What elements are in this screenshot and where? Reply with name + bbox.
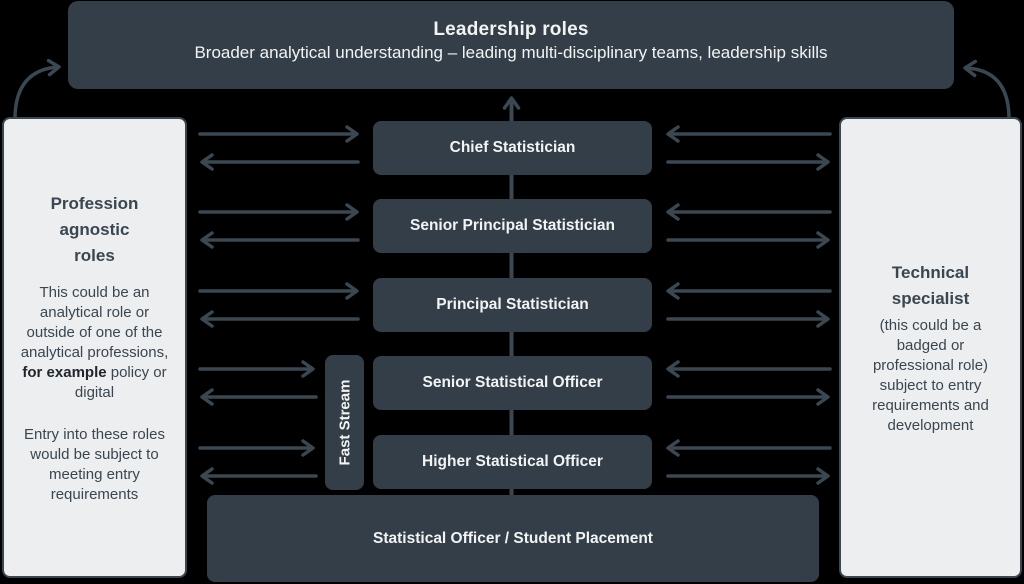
technical-specialist-panel: Technical specialist (this could be a ba… (839, 117, 1022, 578)
profession-agnostic-paragraph-2: Entry into these roles would be subject … (24, 425, 165, 503)
curve-arrow-left-panel-to-banner (13, 58, 61, 119)
rolebox-label: Senior Principal Statistician (409, 217, 615, 234)
rolebox-label: Statistical Officer / Student Placement (373, 529, 653, 547)
profession-agnostic-paragraph-1: This could be an analytical role or outs… (18, 283, 171, 403)
rolebox-senior-statistical-officer: Senior Statistical Officer (373, 356, 652, 410)
arrows-row-2 (198, 203, 832, 249)
rolebox-label: Senior Statistical Officer (422, 374, 603, 391)
rolebox-higher-statistical-officer: Higher Statistical Officer (373, 435, 652, 489)
arrows-row-3 (198, 282, 832, 328)
banner-subtitle: Broader analytical understanding – leadi… (194, 43, 828, 62)
rolebox-label: Higher Statistical Officer (422, 453, 603, 470)
para1-segment-emphasis: for example (22, 363, 107, 381)
technical-specialist-heading: Technical specialist (891, 262, 970, 308)
profession-agnostic-heading: Profession agnostic roles (50, 193, 139, 265)
arrows-row-1 (198, 125, 832, 171)
arrows-row-5 (198, 439, 832, 485)
rolebox-chief-statistician: Chief Statistician (373, 121, 652, 175)
fast-stream-box: Fast Stream (325, 355, 364, 490)
para1-segment-c: policy or digital (74, 363, 167, 401)
rolebox-senior-principal-statistician: Senior Principal Statistician (373, 199, 652, 253)
arrows-row-4 (198, 360, 832, 406)
rolebox-statistical-officer-student-placement: Statistical Officer / Student Placement (207, 495, 819, 582)
para1-segment-a: This could be an analytical role or outs… (20, 283, 169, 361)
curve-arrow-right-panel-to-banner (963, 59, 1011, 119)
leadership-roles-banner: Leadership roles Broader analytical unde… (68, 1, 954, 89)
rolebox-label: Principal Statistician (436, 296, 589, 313)
profession-agnostic-panel: Profession agnostic roles This could be … (2, 117, 187, 578)
fast-stream-label: Fast Stream (336, 379, 353, 466)
rolebox-principal-statistician: Principal Statistician (373, 278, 652, 332)
rolebox-label: Chief Statistician (449, 139, 576, 156)
technical-specialist-body: (this could be a badged or professional … (872, 316, 989, 434)
banner-title: Leadership roles (433, 19, 589, 40)
